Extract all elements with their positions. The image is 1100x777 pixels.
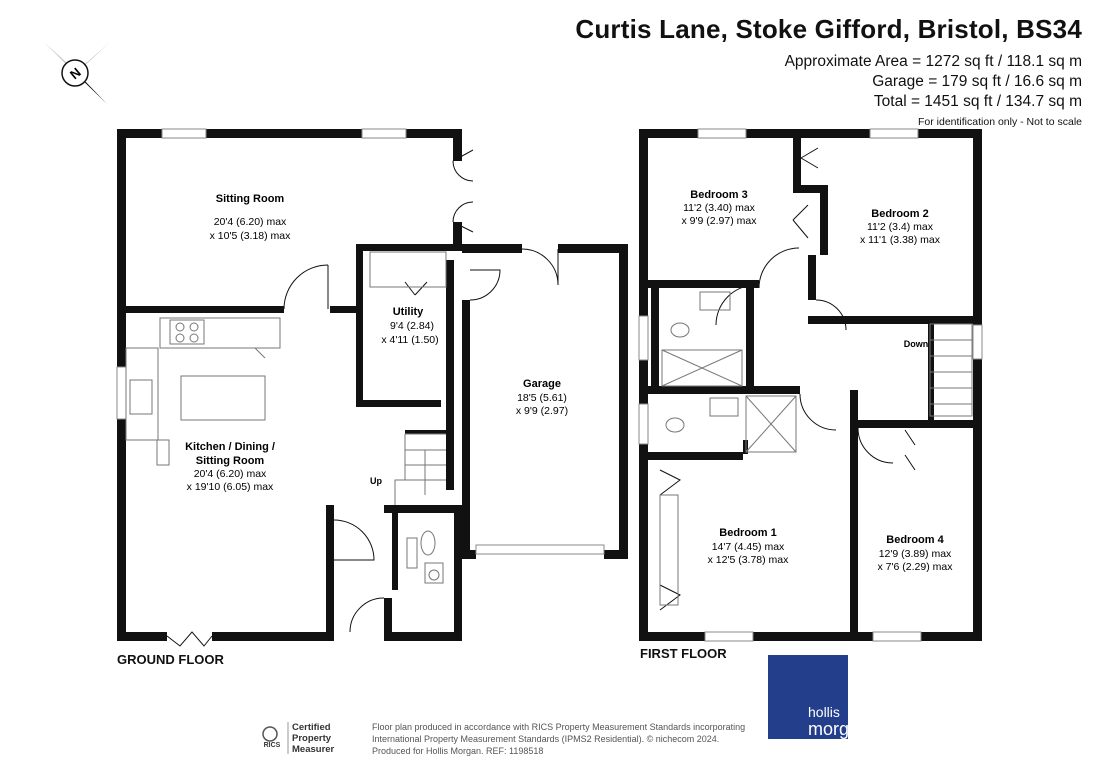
bedroom3-dim2: x 9'9 (2.97) max bbox=[682, 215, 758, 227]
certified-text: Certified bbox=[292, 722, 331, 733]
bedroom2-dim1: 11'2 (3.4) max bbox=[867, 221, 934, 233]
ground-floor-label: GROUND FLOOR bbox=[117, 652, 224, 667]
garage-dim1: 18'5 (5.61) bbox=[517, 392, 567, 404]
hollis-morgan-logo bbox=[768, 655, 848, 739]
garage-area: Garage = 179 sq ft / 16.6 sq m bbox=[872, 73, 1082, 90]
kitchen-fixtures bbox=[125, 251, 447, 584]
rics-logo-icon bbox=[262, 726, 278, 742]
kitchen-dim2: x 19'10 (6.05) max bbox=[187, 481, 274, 493]
bedroom1-dim1: 14'7 (4.45) max bbox=[712, 541, 785, 553]
kitchen-name-line2: Sitting Room bbox=[196, 455, 265, 467]
bedroom2-dim2: x 11'1 (3.38) max bbox=[860, 234, 941, 246]
first-floor-fixtures bbox=[659, 291, 973, 606]
garage-dim2: x 9'9 (2.97) bbox=[516, 405, 568, 417]
rics-text: RICS bbox=[263, 742, 281, 749]
logo-morgan-text: morgan bbox=[808, 719, 870, 739]
garage-name: Garage bbox=[523, 378, 561, 390]
stairs-down-label: Down bbox=[904, 339, 929, 349]
sitting-room-dim1: 20'4 (6.20) max bbox=[214, 216, 287, 228]
utility-dim2: x 4'11 (1.50) bbox=[381, 334, 438, 346]
property-title: Curtis Lane, Stoke Gifford, Bristol, BS3… bbox=[575, 14, 1082, 44]
compass-icon: N bbox=[44, 42, 110, 104]
kitchen-dim1: 20'4 (6.20) max bbox=[194, 468, 267, 480]
ground-stairs bbox=[394, 433, 446, 505]
kitchen-name-line1: Kitchen / Dining / bbox=[185, 441, 275, 453]
sitting-room-name: Sitting Room bbox=[216, 193, 285, 205]
bedroom1-name: Bedroom 1 bbox=[719, 527, 776, 539]
bedroom1-dim2: x 12'5 (3.78) max bbox=[708, 554, 790, 566]
scale-note: For identification only - Not to scale bbox=[918, 116, 1082, 128]
utility-dim1: 9'4 (2.84) bbox=[390, 320, 434, 332]
bedroom4-dim2: x 7'6 (2.29) max bbox=[878, 561, 954, 573]
first-floor-windows bbox=[638, 128, 983, 642]
bedroom3-name: Bedroom 3 bbox=[690, 189, 747, 201]
total-area: Total = 1451 sq ft / 134.7 sq m bbox=[873, 93, 1082, 110]
ground-floor-doors bbox=[166, 149, 559, 647]
approximate-area: Approximate Area = 1272 sq ft / 118.1 sq… bbox=[784, 53, 1082, 70]
utility-name: Utility bbox=[393, 306, 424, 318]
property-text: Property bbox=[292, 733, 332, 744]
sitting-room-dim2: x 10'5 (3.18) max bbox=[210, 230, 292, 242]
logo-hollis-text: hollis bbox=[808, 704, 840, 720]
ground-floor-windows bbox=[116, 128, 605, 555]
bedroom4-name: Bedroom 4 bbox=[886, 534, 944, 546]
first-floor-walls bbox=[639, 129, 982, 641]
bedroom4-dim1: 12'9 (3.89) max bbox=[879, 548, 952, 560]
first-floor-doors bbox=[659, 147, 916, 611]
footer-line1: Floor plan produced in accordance with R… bbox=[372, 722, 746, 732]
first-floor-label: FIRST FLOOR bbox=[640, 646, 727, 661]
bedroom3-dim1: 11'2 (3.40) max bbox=[683, 202, 756, 214]
measurer-text: Measurer bbox=[292, 744, 335, 755]
footer-line2: International Property Measurement Stand… bbox=[372, 734, 720, 744]
bedroom2-name: Bedroom 2 bbox=[871, 208, 928, 220]
stairs-up-label: Up bbox=[370, 476, 382, 486]
footer-line3: Produced for Hollis Morgan. REF: 1198518 bbox=[372, 746, 544, 756]
